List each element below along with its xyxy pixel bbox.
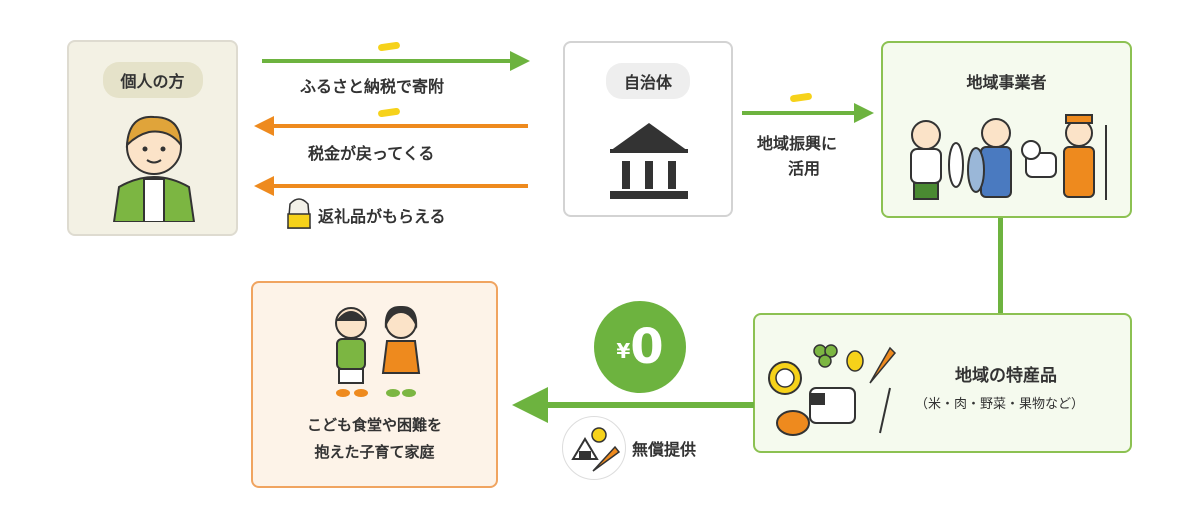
arrow-head-right-icon (854, 103, 874, 123)
regional-use-arrow (742, 111, 856, 115)
regional-use-label-2: 活用 (788, 159, 821, 178)
arrow-head-left-icon (512, 387, 548, 423)
children-illustration-icon (335, 305, 421, 397)
gifts-arrow (272, 184, 528, 188)
municipality-label: 自治体 (605, 63, 691, 99)
tax-return-arrow (272, 124, 528, 128)
recipients-box: こども食堂や困難を 抱えた子育て家庭 (251, 281, 498, 488)
coin-icon (377, 41, 401, 52)
free-provision-label: 無償提供 (632, 440, 697, 459)
tax-return-label: 税金が戻ってくる (308, 144, 435, 163)
person-box: 個人の方 (67, 40, 238, 236)
arrow-head-left-icon (254, 176, 274, 196)
businesses-title: 地域事業者 (966, 73, 1047, 92)
food-icon (562, 416, 626, 480)
gifts-label: 返礼品がもらえる (318, 207, 446, 226)
recipients-line-2: 抱えた子育て家庭 (314, 443, 435, 461)
person-label: 個人の方 (102, 62, 203, 98)
products-title: 地域の特産品 (955, 366, 1057, 386)
products-box: 地域の特産品 （米・肉・野菜・果物など） (753, 313, 1132, 453)
workers-illustration-icon (910, 114, 1107, 200)
coin-icon (377, 107, 401, 118)
yen-value: 0 (630, 319, 664, 375)
recipients-line-1: こども食堂や困難を (306, 416, 442, 434)
local-products-illustration-icon (768, 344, 897, 436)
donate-arrow (262, 59, 512, 63)
regional-use-label-1: 地域振興に (757, 134, 838, 153)
products-subtitle: （米・肉・野菜・果物など） (915, 397, 1085, 412)
zero-yen-badge: ¥ 0 (594, 301, 686, 393)
yen-symbol: ¥ (616, 339, 631, 363)
municipality-box: 自治体 (563, 41, 733, 217)
arrow-head-right-icon (510, 51, 530, 71)
coin-icon (789, 92, 813, 103)
connector-line (998, 218, 1003, 314)
rice-bag-icon (287, 198, 311, 229)
donate-label: ふるさと納税で寄附 (300, 77, 445, 96)
arrow-head-left-icon (254, 116, 274, 136)
businesses-box: 地域事業者 (881, 41, 1132, 218)
person-illustration-icon (112, 115, 196, 222)
government-building-icon (610, 123, 688, 199)
free-provision-arrow (546, 402, 754, 408)
